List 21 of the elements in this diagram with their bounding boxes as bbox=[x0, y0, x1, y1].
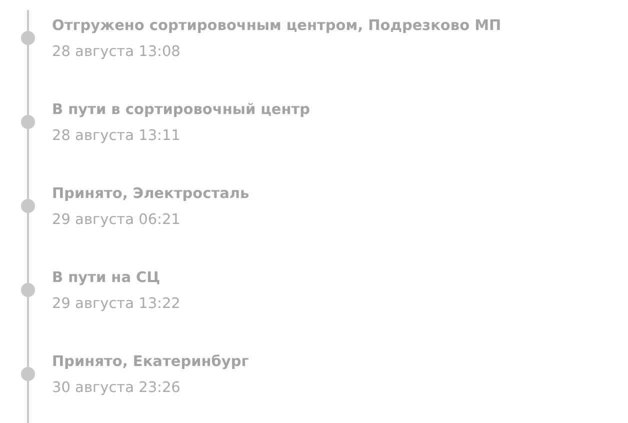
status-text: Отгружено сортировочным центром, Подрезково МП bbox=[52, 17, 502, 36]
timeline-line bbox=[27, 381, 29, 423]
status-text: В пути на СЦ bbox=[52, 269, 160, 288]
timeline-dot bbox=[21, 115, 35, 129]
date-text: 29 августа 13:22 bbox=[52, 295, 180, 314]
timeline-line bbox=[27, 45, 29, 115]
status-text: Принято, Электросталь bbox=[52, 185, 250, 204]
date-text: 30 августа 23:26 bbox=[52, 379, 180, 398]
date-text: 28 августа 13:08 bbox=[52, 43, 180, 62]
date-text: 29 августа 06:21 bbox=[52, 211, 180, 230]
timeline-line bbox=[27, 213, 29, 283]
timeline-dot bbox=[21, 283, 35, 297]
timeline-dot bbox=[21, 367, 35, 381]
timeline-line bbox=[27, 129, 29, 199]
timeline-line bbox=[27, 297, 29, 367]
status-text: В пути в сортировочный центр bbox=[52, 101, 310, 120]
timeline-dot bbox=[21, 199, 35, 213]
status-text: Принято, Екатеринбург bbox=[52, 353, 249, 372]
date-text: 28 августа 13:11 bbox=[52, 127, 180, 146]
timeline-line bbox=[27, 10, 29, 31]
timeline-dot bbox=[21, 31, 35, 45]
